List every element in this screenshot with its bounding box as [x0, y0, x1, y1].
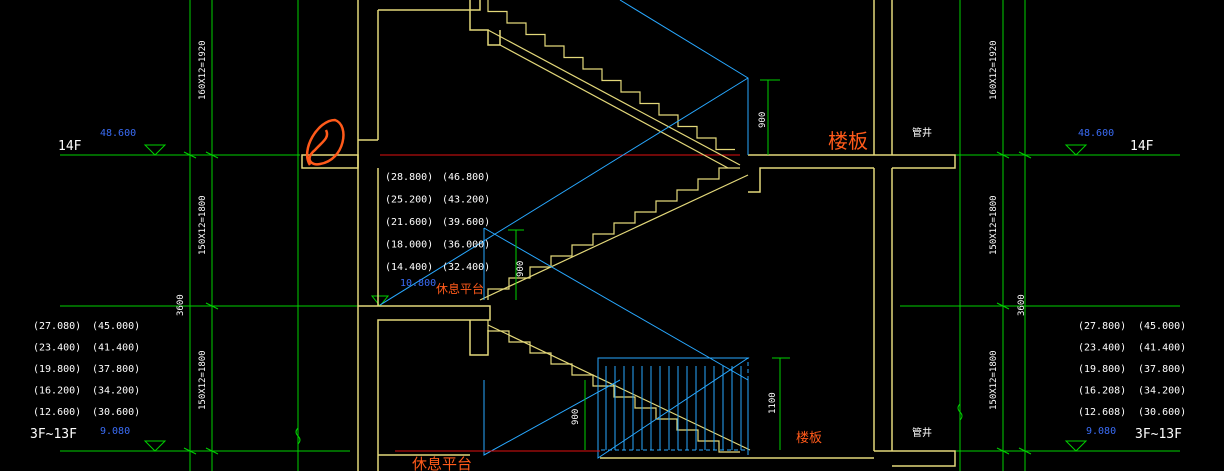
center-elevation-list: (28.800) (46.800) (25.200) (43.200) (21.600)…	[385, 172, 490, 273]
elevation-value: (34.200)	[92, 386, 140, 397]
right-dim-bot: 150X12=1800	[989, 350, 999, 410]
landing-label: 休息平台	[436, 281, 484, 296]
handrail-grid	[597, 357, 749, 451]
right-floor-upper: 14F	[1130, 139, 1154, 154]
elevation-value: (45.000)	[92, 321, 140, 332]
left-floor-upper: 14F	[58, 139, 82, 154]
elevation-value: (25.200)	[385, 195, 433, 206]
elevation-value: (27.800)	[1078, 321, 1126, 332]
elevation-value: (39.600)	[442, 217, 490, 228]
room-label-lower: 管井	[912, 426, 932, 439]
dim-900-b: 900	[516, 261, 526, 277]
elevation-value: (27.080)	[33, 321, 81, 332]
right-dim-total: 3600	[1017, 294, 1027, 316]
right-elevation-list: (27.800) (45.000) (23.400) (41.400) (19.800)…	[1078, 321, 1186, 418]
elevation-markers	[143, 144, 1088, 452]
left-dimension-lines	[183, 0, 301, 471]
elevation-value: (37.800)	[92, 364, 140, 375]
elevation-value: (28.800)	[385, 172, 433, 183]
elevation-value: (41.400)	[1138, 343, 1186, 354]
center-dimensions	[508, 79, 790, 450]
right-floor-lower: 3F~13F	[1135, 427, 1182, 442]
elevation-value: (14.400)	[385, 262, 433, 273]
left-dim-top: 160X12=1920	[198, 40, 208, 100]
elevation-value: (37.800)	[1138, 364, 1186, 375]
dim-900-c: 900	[571, 409, 581, 425]
elevation-value: (23.400)	[1078, 343, 1126, 354]
left-floor-lower: 3F~13F	[30, 427, 77, 442]
elevation-value: (19.800)	[1078, 364, 1126, 375]
walls	[301, 0, 956, 471]
right-dimension-lines	[957, 0, 1032, 471]
dim-900-a: 900	[758, 112, 768, 128]
elevation-value: (16.208)	[1078, 386, 1126, 397]
landing-elev: 10.800	[400, 278, 436, 289]
elevation-value: (43.200)	[442, 195, 490, 206]
elevation-value: (21.600)	[385, 217, 433, 228]
elevation-value: (41.400)	[92, 343, 140, 354]
elevation-value: (36.000)	[442, 240, 490, 251]
elevation-value: (19.800)	[33, 364, 81, 375]
annotation-mark	[305, 118, 345, 166]
floor-slab-label-lower: 楼板	[796, 431, 822, 446]
elevation-value: (32.400)	[442, 262, 490, 273]
elevation-value: (16.200)	[33, 386, 81, 397]
elevation-value: (45.000)	[1138, 321, 1186, 332]
left-dim-mid: 150X12=1800	[198, 195, 208, 255]
left-dim-total: 3600	[176, 294, 186, 316]
elevation-value: (34.200)	[1138, 386, 1186, 397]
right-dim-mid: 150X12=1800	[989, 195, 999, 255]
elevation-value: (46.800)	[442, 172, 490, 183]
elevation-value: (18.000)	[385, 240, 433, 251]
right-dim-top: 160X12=1920	[989, 40, 999, 100]
elevation-value: (23.400)	[33, 343, 81, 354]
stair-flights	[479, 0, 751, 453]
left-elev-lower: 9.080	[100, 426, 130, 437]
elevation-value: (30.600)	[92, 407, 140, 418]
left-elevation-list: (27.080) (45.000) (23.400) (41.400) (19.800)…	[33, 321, 140, 418]
elevation-value: (30.600)	[1138, 407, 1186, 418]
landing-label-lower: 休息平台	[412, 455, 472, 471]
floor-slab-label: 楼板	[828, 129, 868, 153]
room-label: 管井	[912, 126, 932, 139]
right-elev-upper: 48.600	[1078, 128, 1114, 139]
left-elev-upper: 48.600	[100, 128, 136, 139]
elevation-value: (12.608)	[1078, 407, 1126, 418]
right-elev-lower: 9.080	[1086, 426, 1116, 437]
left-dim-bot: 150X12=1800	[198, 350, 208, 410]
elevation-value: (12.600)	[33, 407, 81, 418]
dim-1100: 1100	[768, 392, 778, 414]
